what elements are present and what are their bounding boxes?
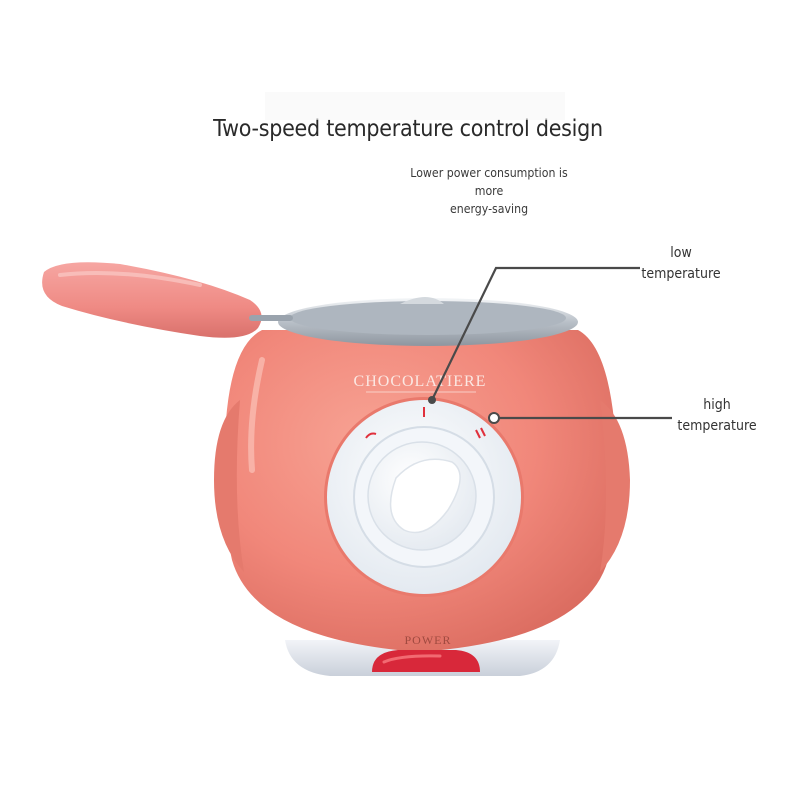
knob-grip [389,458,461,534]
brand-logo: CHOCOLATIERE [354,373,487,390]
headline: Two-speed temperature control design [213,116,603,142]
dial-mark-high-b [480,427,486,437]
left-bulge [214,400,244,572]
high-callout-line-2: temperature [677,418,757,434]
low-callout-line-1: low [670,245,692,261]
low-callout-line [431,266,640,401]
high-temperature-callout: high temperature [668,395,767,437]
background-smudge [265,92,565,120]
dial-mark-off [365,432,377,439]
dial-mark-high-a [475,429,481,439]
right-bulge [600,400,630,572]
body-highlight [248,357,265,473]
subline-line-2: energy-saving [449,201,529,216]
subline-line-1: Lower power consumption is more [410,165,568,198]
handle-highlight [58,271,202,287]
subline: Lower power consumption is more energy-s… [401,164,577,218]
high-callout-line-1: high [703,397,731,413]
low-callout-dot [428,396,436,404]
high-callout-dot [488,412,500,424]
metal-bowl-inner [290,301,566,335]
handle [42,262,262,338]
power-label: POWER [405,633,452,647]
low-callout-line-2: temperature [641,266,721,282]
bowl-spout [400,297,444,304]
power-switch-highlight [382,654,442,664]
power-switch[interactable] [372,650,480,672]
low-temperature-callout: low temperature [632,243,731,285]
